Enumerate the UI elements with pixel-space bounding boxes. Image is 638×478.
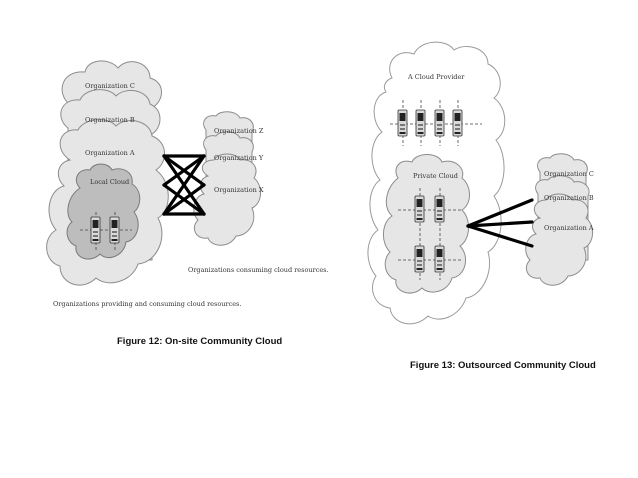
right-org-a-cloud <box>525 193 593 286</box>
server-icon <box>90 216 101 244</box>
right-org-a-label: Organization A <box>544 224 594 232</box>
figure-13-caption: Figure 13: Outsourced Community Cloud <box>410 360 596 371</box>
server-icon <box>452 109 463 137</box>
private-cloud <box>383 154 470 294</box>
local-cloud-label: Local Cloud <box>90 178 129 186</box>
consuming-caption: Organizations consuming cloud resources. <box>188 266 329 274</box>
server-icon <box>434 245 445 273</box>
org-z-label: Organization Z <box>214 127 264 135</box>
right-figure: A Cloud Provider Private Cloud Organizat… <box>367 41 596 371</box>
org-y-label: Organization Y <box>214 154 264 162</box>
provider-label: A Cloud Provider <box>407 73 465 81</box>
cross-links <box>162 154 206 216</box>
server-icon <box>414 245 425 273</box>
right-org-c-label: Organization C <box>544 170 594 178</box>
org-x-cloud <box>193 153 261 246</box>
figure-12-caption: Figure 12: On-site Community Cloud <box>117 336 282 347</box>
provider-links <box>466 198 534 248</box>
org-x-label: Organization X <box>214 186 264 194</box>
server-icon <box>414 195 425 223</box>
org-b-label: Organization B <box>85 116 135 124</box>
server-icon <box>434 109 445 137</box>
private-cloud-label: Private Cloud <box>413 172 458 180</box>
org-c-label: Organization C <box>85 82 135 90</box>
server-icon <box>109 216 120 244</box>
right-org-b-label: Organization B <box>544 194 594 202</box>
org-a-label: Organization A <box>85 149 135 157</box>
server-icon <box>415 109 426 137</box>
left-figure: Organization C Organization B Organizati… <box>46 60 329 347</box>
server-icon <box>434 195 445 223</box>
providing-caption: Organizations providing and consuming cl… <box>53 300 241 308</box>
local-cloud <box>66 163 141 260</box>
server-icon <box>397 109 408 137</box>
